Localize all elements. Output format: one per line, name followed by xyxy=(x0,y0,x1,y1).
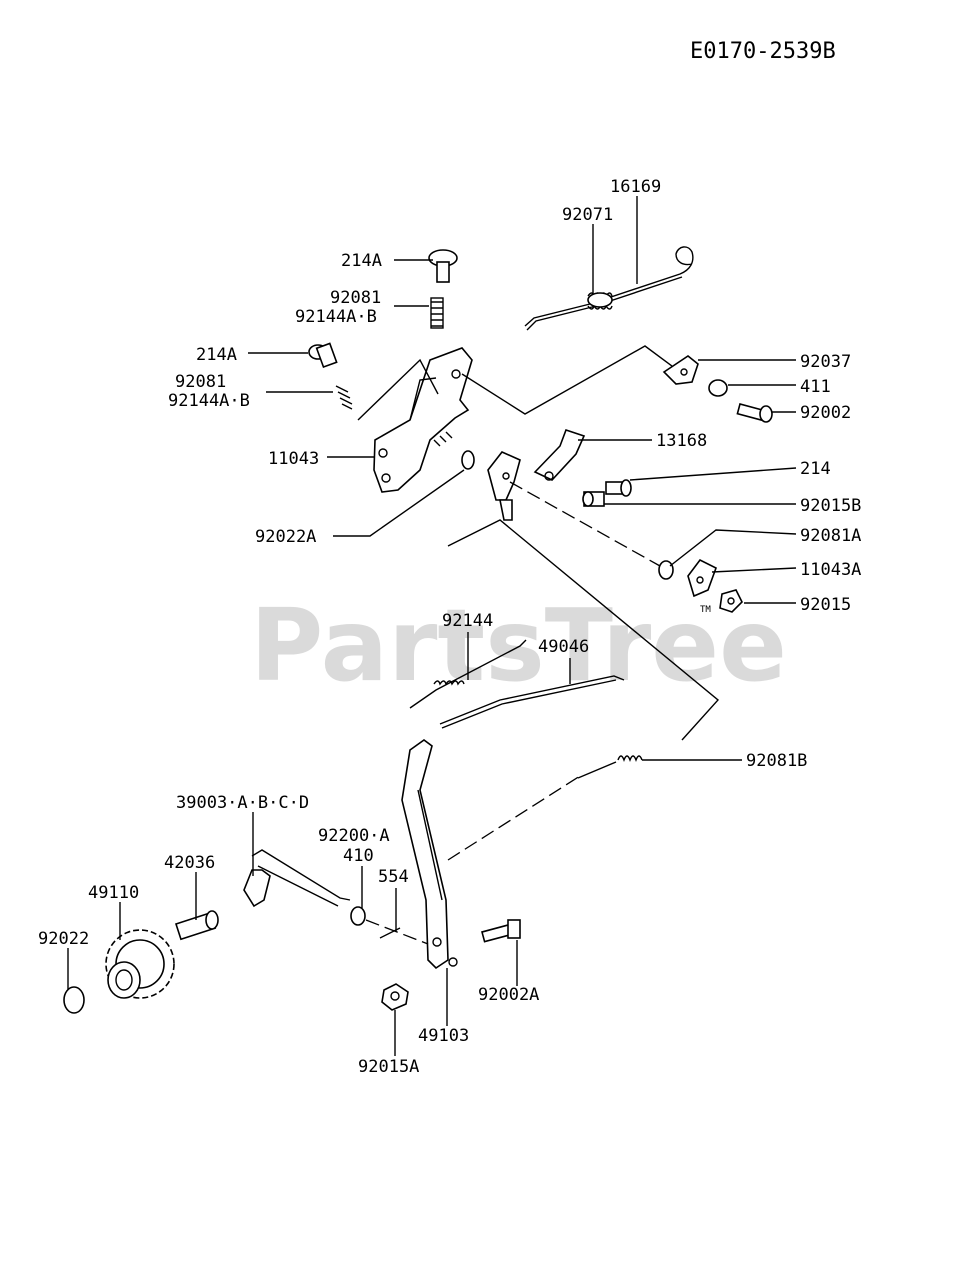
rod-49046[interactable] xyxy=(439,675,625,729)
label-92022: 92022 xyxy=(38,929,89,949)
washer-92022A[interactable] xyxy=(433,431,475,470)
spring-dashed-line xyxy=(447,775,581,861)
spring-92081-left[interactable] xyxy=(335,385,353,410)
label-411: 411 xyxy=(800,377,831,397)
washer-92081A[interactable] xyxy=(658,560,674,580)
nut-92015A[interactable] xyxy=(381,983,409,1011)
label-16169: 16169 xyxy=(610,177,661,197)
bracket-11043[interactable] xyxy=(373,347,473,493)
spring-92081-top[interactable] xyxy=(430,297,444,329)
connector-line-1 xyxy=(357,358,439,421)
label-49110: 49110 xyxy=(88,883,139,903)
label-92200A: 92200·A xyxy=(318,826,390,846)
axis-dashed-line xyxy=(509,481,661,567)
label-11043: 11043 xyxy=(268,449,319,469)
label-92144: 92144 xyxy=(442,611,493,631)
label-92081-left: 92081 xyxy=(175,372,226,392)
shaft-dashed-line xyxy=(365,919,429,945)
control-lever-49103[interactable] xyxy=(401,739,458,970)
gear-49110[interactable] xyxy=(105,929,175,999)
label-92071: 92071 xyxy=(562,205,613,225)
watermark: PartsTree xyxy=(250,587,787,704)
label-13168: 13168 xyxy=(656,431,707,451)
screw-214[interactable] xyxy=(605,479,632,497)
watermark-trademark: TM xyxy=(700,605,711,615)
label-92037: 92037 xyxy=(800,352,851,372)
washer-410[interactable] xyxy=(350,906,366,926)
label-92002: 92002 xyxy=(800,403,851,423)
diagram-code: E0170-2539B xyxy=(690,39,836,64)
washer-92022[interactable] xyxy=(63,986,85,1014)
label-554: 554 xyxy=(378,867,409,887)
clamp-92037[interactable] xyxy=(662,355,699,385)
throttle-lever[interactable] xyxy=(487,451,521,521)
label-214: 214 xyxy=(800,459,831,479)
label-39003: 39003·A·B·C·D xyxy=(176,793,309,813)
label-49046: 49046 xyxy=(538,637,589,657)
label-49103: 49103 xyxy=(418,1026,469,1046)
shaft-39003[interactable] xyxy=(243,849,351,908)
spring-92081B[interactable] xyxy=(577,755,643,779)
label-92081A: 92081A xyxy=(800,526,861,546)
label-214A-left: 214A xyxy=(196,345,237,365)
label-92144AB-top: 92144A·B xyxy=(295,307,377,327)
label-42036: 42036 xyxy=(164,853,215,873)
bolt-92002[interactable] xyxy=(736,403,773,423)
screw-214A-left[interactable] xyxy=(308,342,338,369)
choke-rod-16169[interactable] xyxy=(524,246,694,331)
label-92081B: 92081B xyxy=(746,751,807,771)
label-92002A: 92002A xyxy=(478,985,539,1005)
label-92022A: 92022A xyxy=(255,527,316,547)
bracket-11043A[interactable] xyxy=(687,558,717,598)
spring-92144[interactable] xyxy=(409,639,527,709)
lever-13168[interactable] xyxy=(533,428,586,481)
label-92081-top: 92081 xyxy=(330,288,381,308)
bushing-92015B[interactable] xyxy=(582,491,605,507)
washer-411[interactable] xyxy=(708,379,728,397)
label-214A-top: 214A xyxy=(341,251,382,271)
label-92015: 92015 xyxy=(800,595,851,615)
connector-line-2 xyxy=(461,345,673,415)
nut-92015[interactable] xyxy=(719,589,743,613)
label-92015A: 92015A xyxy=(358,1057,419,1077)
link-line-3 xyxy=(447,519,720,741)
label-410: 410 xyxy=(343,846,374,866)
label-92144AB-left: 92144A·B xyxy=(168,391,250,411)
leader-lines xyxy=(67,196,797,1056)
bolt-92002A[interactable] xyxy=(481,919,521,943)
label-92015B: 92015B xyxy=(800,496,861,516)
label-11043A: 11043A xyxy=(800,560,861,580)
collar-42036[interactable] xyxy=(174,910,219,941)
screw-214A-top[interactable] xyxy=(428,249,458,283)
